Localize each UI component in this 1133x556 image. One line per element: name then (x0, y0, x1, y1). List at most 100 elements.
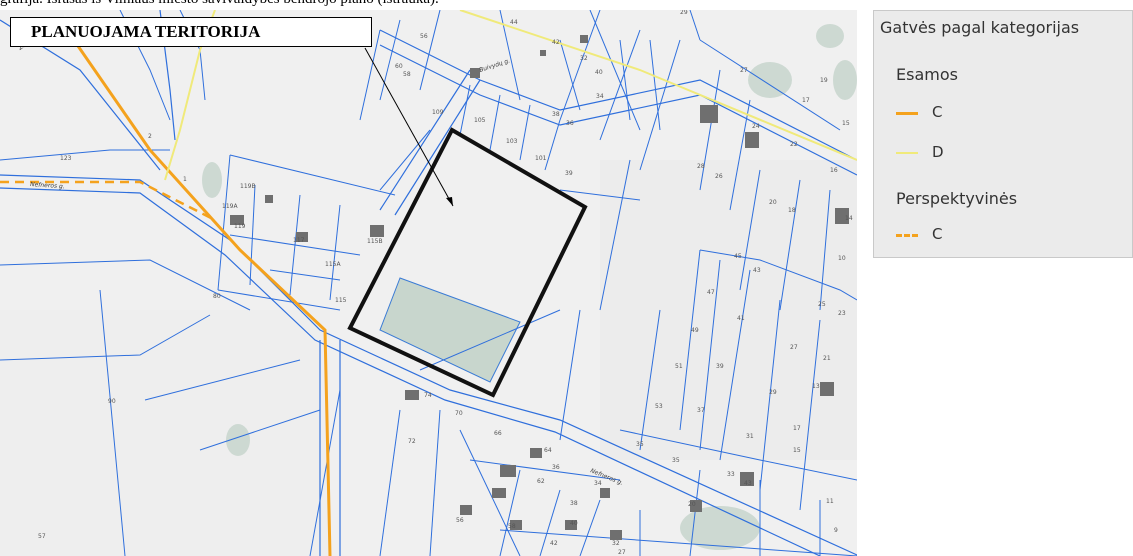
parcel-numbers: 54 56 60 58 44 42 32 40 34 29 27 19 17 1… (38, 10, 853, 556)
parcel-number: 23 (838, 310, 846, 317)
parcel-number: 101 (535, 155, 547, 162)
parcel-number: 40 (595, 69, 603, 76)
parcel-number: 14 (845, 215, 853, 222)
parcel-number: 56 (456, 517, 464, 524)
parcel-number: 115 (335, 297, 347, 304)
parcel-number: 34 (596, 93, 604, 100)
parcel-number: 35 (636, 441, 644, 448)
parcel-number: 42 (552, 39, 560, 46)
parcel-number: 28 (697, 163, 705, 170)
parcel-number: 49 (691, 327, 699, 334)
legend-item-label: C (932, 225, 943, 243)
callout-leader-line (364, 47, 454, 207)
parcel-number: 70 (455, 410, 463, 417)
parcel-number: 58 (403, 71, 411, 78)
parcel-number: 54 (362, 10, 370, 12)
parcel-number: 2 (148, 133, 152, 140)
parcel-number: 11 (826, 498, 834, 505)
parcel-number: 21 (823, 355, 831, 362)
parcel-number: 103 (506, 138, 518, 145)
parcel-number: 39 (716, 363, 724, 370)
parcel-number: 43 (753, 267, 761, 274)
parcel-number: 115B (367, 238, 383, 245)
planned-territory-callout: PLANUOJAMA TERITORIJA (10, 17, 372, 47)
parcel-number: 24 (752, 123, 760, 130)
green-patch (816, 24, 844, 48)
roads (0, 10, 857, 556)
parcel-number: 80 (213, 293, 221, 300)
parcel-number: 36 (566, 120, 574, 127)
parcel-number: 43 (744, 480, 752, 487)
buildings (230, 35, 849, 540)
green-patch (680, 506, 760, 550)
parcel-number: 56 (420, 33, 428, 40)
parcel-number: 38 (570, 500, 578, 507)
parcel-number: 13 (812, 383, 820, 390)
parcel-number: 90 (108, 398, 116, 405)
parcel-number: 31 (746, 433, 754, 440)
planned-territory-outline (347, 127, 588, 398)
callout-arrowhead (446, 197, 453, 206)
terrain-patch (600, 160, 857, 460)
legend-group-existing: Esamos (896, 65, 958, 84)
map-view[interactable]: Nefneros g. Nefneros g. Buivydų g. Žagar… (0, 10, 857, 556)
legend-group-perspective: Perspektyvinės (896, 189, 1018, 208)
parcel-number: 29 (769, 389, 777, 396)
road-category-c-perspective (0, 180, 216, 222)
parcel-number: 25 (818, 301, 826, 308)
caption-text: grafija. Išrašas iš Vilniaus miesto savi… (0, 0, 439, 8)
parcel-number: 32 (612, 540, 620, 547)
legend-item-label: C (932, 103, 943, 121)
parcel-number: 66 (494, 430, 502, 437)
street-label-nefneros-west: Nefneros g. (30, 181, 65, 190)
parcel-number: 51 (675, 363, 683, 370)
parcel-number: 53 (655, 403, 663, 410)
parcel-number: 20 (769, 199, 777, 206)
parcel-number: 32 (580, 55, 588, 62)
parcel-number: 17 (793, 425, 801, 432)
solid-line-swatch-icon (896, 112, 918, 115)
parcel-number: 26 (715, 173, 723, 180)
dashed-line-swatch-icon (896, 234, 918, 237)
parcel-number: 15 (793, 447, 801, 454)
parcel-number: 72 (408, 438, 416, 445)
parcel-number: 19 (820, 77, 828, 84)
parcel-number: 9 (834, 527, 838, 534)
parcel-number: 15 (842, 120, 850, 127)
road-category-c (58, 19, 332, 556)
parcel-number: 119B (240, 183, 256, 190)
map-canvas: Nefneros g. Nefneros g. Buivydų g. Žagar… (0, 10, 857, 556)
parcel-number: 35 (672, 457, 680, 464)
parcel-number: 42 (550, 540, 558, 547)
parcel-number: 105 (474, 117, 486, 124)
terrain-patch (0, 310, 330, 556)
parcel-number: 38 (552, 111, 560, 118)
parcel-number: 57 (38, 533, 46, 540)
parcel-number: 74 (424, 392, 432, 399)
parcel-number: 123 (60, 155, 72, 162)
parcel-number: 27 (740, 67, 748, 74)
parcel-number: 36 (552, 464, 560, 471)
parcel-number: 18 (788, 207, 796, 214)
parcel-number: 29 (680, 10, 688, 16)
parcel-number: 109 (432, 109, 444, 116)
green-areas (202, 24, 857, 550)
parcel-number: 1 (183, 176, 187, 183)
parcel-number: 27 (790, 344, 798, 351)
parcel-number: 117 (293, 237, 305, 244)
parcel-number: 60 (395, 63, 403, 70)
parcel-number: 45 (734, 253, 742, 260)
green-patch (202, 162, 222, 198)
parcel-number: 47 (707, 289, 715, 296)
parcel-number: 39 (565, 170, 573, 177)
parcel-boundaries (0, 10, 857, 556)
parcel-number: 22 (790, 141, 798, 148)
parcel-number: 119 (234, 223, 246, 230)
parcel-number: 40 (570, 520, 578, 527)
parcel-number: 58 (508, 523, 516, 530)
map-legend: Gatvės pagal kategorijas Esamos C D Pers… (873, 10, 1133, 258)
parcel-number: 119A (222, 203, 238, 210)
parcel-number: 33 (727, 471, 735, 478)
parcel-number: 17 (802, 97, 810, 104)
parcel-number: 27 (618, 549, 626, 556)
